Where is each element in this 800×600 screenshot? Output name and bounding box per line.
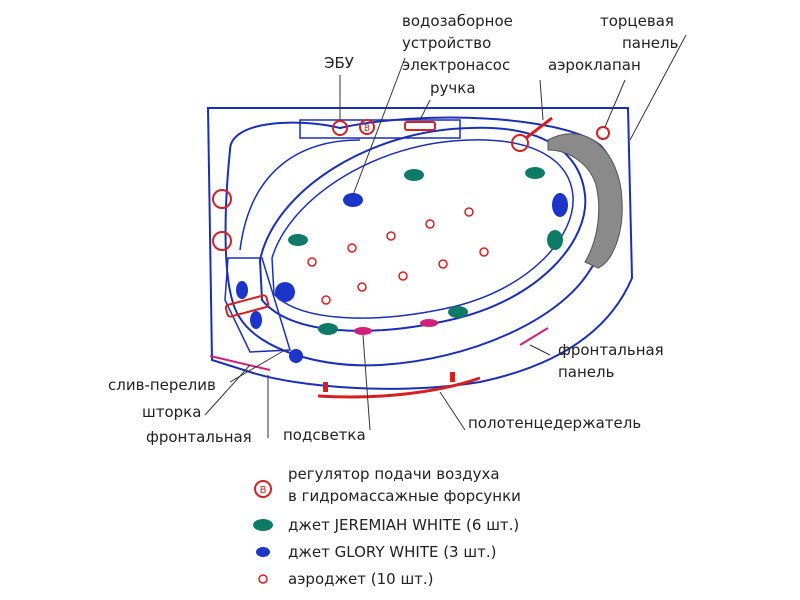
leader-towel <box>439 391 466 431</box>
label-end-panel-1: торцевая <box>600 12 674 30</box>
left-fitting-top <box>212 189 232 209</box>
label-pump: электронасос <box>402 56 510 74</box>
jet-jeremiah-icon <box>253 519 273 531</box>
leader-end-panel <box>629 34 687 141</box>
leader-aero-valve <box>604 79 626 128</box>
label-front-panel-2: панель <box>558 363 614 381</box>
seat-step <box>239 139 361 251</box>
drain-fan <box>275 282 295 302</box>
aerojet-icon <box>258 574 268 584</box>
legend: B регулятор подачи воздуха в гидромассаж… <box>253 465 521 588</box>
label-front-panel-1: фронтальная <box>558 341 664 359</box>
aerojet <box>438 259 448 269</box>
handle-bar <box>404 121 436 131</box>
aerojet <box>386 231 396 241</box>
end-panel <box>547 133 623 269</box>
label-curtain: шторка <box>142 403 201 421</box>
jet-jeremiah <box>318 323 338 335</box>
legend-item-1-line-2: в гидромассажные форсунки <box>288 487 521 505</box>
light <box>420 319 438 327</box>
label-lighting: подсветка <box>283 426 366 444</box>
lower-drain <box>289 349 303 363</box>
jet-jeremiah <box>525 167 545 179</box>
pump-circle <box>511 134 529 152</box>
leader-lighting <box>362 334 371 431</box>
label-handle: ручка <box>430 79 476 97</box>
leader-water-intake <box>352 57 406 196</box>
aerojet <box>321 295 331 305</box>
label-end-panel-2: панель <box>622 34 678 52</box>
label-overflow: слив-перелив <box>108 376 216 394</box>
front-strip-left <box>209 355 271 371</box>
control-shelf <box>299 119 461 139</box>
aerojet <box>425 219 435 229</box>
jet-glory <box>236 281 248 299</box>
aerojet <box>464 207 474 217</box>
jet-glory <box>552 193 568 217</box>
jet-jeremiah <box>288 234 308 246</box>
jet-glory <box>250 311 262 329</box>
jet-jeremiah <box>547 230 563 250</box>
towel-holder-mount <box>323 382 328 392</box>
aerojet <box>307 257 317 267</box>
air-regulator-b <box>359 119 375 135</box>
label-water-intake-1: водозаборное <box>402 12 513 30</box>
towel-holder-mount <box>450 372 455 382</box>
air-regulator-icon-letter: B <box>260 485 267 496</box>
pump-pipe <box>525 116 553 140</box>
leader-curtain <box>204 364 251 416</box>
leader-front-panel <box>529 344 551 356</box>
tub-bowl <box>258 126 587 332</box>
legend-item-3: джет GLORY WHITE (3 шт.) <box>288 543 496 561</box>
jet-glory-icon <box>256 547 270 557</box>
water-intake <box>343 193 363 207</box>
legend-item-4: аэроджет (10 шт.) <box>288 570 434 588</box>
front-strip-right <box>519 327 549 346</box>
aerojet <box>479 247 489 257</box>
jet-jeremiah <box>404 169 424 181</box>
label-frontal: фронтальная <box>146 428 252 446</box>
legend-item-1-line-1: регулятор подачи воздуха <box>288 465 500 483</box>
air-regulator-icon <box>254 480 272 498</box>
aerojets <box>307 207 489 305</box>
leader-overflow <box>229 349 286 383</box>
air-regulator-b-letter: B <box>364 124 370 134</box>
aerojet <box>398 271 408 281</box>
label-aero-valve: аэроклапан <box>548 56 641 74</box>
leader-handle <box>419 99 431 121</box>
light <box>354 327 372 335</box>
leader-pump <box>539 79 544 121</box>
aerojet <box>357 282 367 292</box>
aero-valve <box>596 126 610 140</box>
label-ebu: ЭБУ <box>324 54 354 72</box>
tub-outer-outline <box>206 107 634 390</box>
left-fitting-bottom <box>212 231 232 251</box>
legend-item-2: джет JEREMIAH WHITE (6 шт.) <box>288 516 519 534</box>
aerojet <box>347 243 357 253</box>
label-water-intake-2: устройство <box>402 34 491 52</box>
towel-holder <box>317 376 481 399</box>
label-towel-holder: полотенцедержатель <box>468 414 641 432</box>
ebu-knob <box>332 120 348 136</box>
overflow-drain <box>224 294 270 318</box>
tub-inner-rim <box>224 116 617 367</box>
jet-jeremiah <box>448 306 468 318</box>
seat-area <box>224 257 291 353</box>
tub-bowl-inner <box>271 139 574 319</box>
